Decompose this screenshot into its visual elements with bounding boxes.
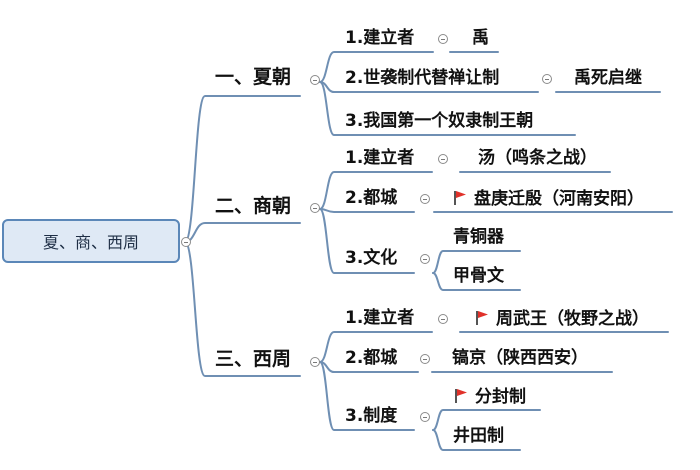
collapse-circle-icon[interactable] (438, 154, 448, 164)
collapse-circle-icon[interactable] (310, 75, 320, 85)
link-root-xizhou (184, 241, 301, 377)
xia-first-dynasty[interactable]: 3.我国第一个奴隶制王朝 (345, 111, 534, 131)
shang-founder-value[interactable]: 汤（鸣条之战） (478, 148, 597, 168)
collapse-circle-icon[interactable] (310, 357, 320, 367)
link-root-xia (184, 95, 301, 243)
link-shang-3 (319, 208, 415, 274)
xia-founder-value[interactable]: 禹 (472, 28, 489, 48)
link-xia-1 (319, 51, 434, 83)
xizhou-jingtian[interactable]: 井田制 (453, 426, 504, 446)
collapse-circle-icon[interactable] (420, 354, 430, 364)
xia-founder[interactable]: 1.建立者 (345, 28, 415, 48)
collapse-circle-icon[interactable] (542, 74, 552, 84)
red-flag-icon (454, 191, 466, 205)
xizhou-system[interactable]: 3.制度 (345, 406, 398, 426)
xizhou-founder[interactable]: 1.建立者 (345, 308, 415, 328)
xia-succession[interactable]: 2.世袭制代替禅让制 (345, 68, 500, 88)
link-xizhou-3-c1 (432, 409, 541, 431)
collapse-circle-icon[interactable] (181, 237, 191, 247)
link-shang-2 (319, 208, 415, 213)
red-flag-icon (455, 389, 467, 403)
shang-capital-value[interactable]: 盘庚迁殷（河南安阳） (452, 190, 644, 208)
branch-xizhou[interactable]: 三、西周 (215, 348, 292, 370)
red-flag-icon (476, 311, 488, 325)
link-shang-1 (319, 171, 433, 210)
link-xia-3 (319, 81, 576, 136)
collapse-circle-icon[interactable] (420, 412, 430, 422)
collapse-circle-icon[interactable] (438, 34, 448, 44)
root-node[interactable]: 夏、商、西周 (2, 219, 180, 263)
shang-capital[interactable]: 2.都城 (345, 188, 398, 208)
link-xizhou-1 (319, 331, 433, 363)
link-root-shang (184, 222, 301, 243)
xizhou-capital-value[interactable]: 镐京（陕西西安） (452, 348, 588, 368)
collapse-circle-icon[interactable] (310, 203, 320, 213)
link-xizhou-3 (319, 361, 415, 431)
shang-founder[interactable]: 1.建立者 (345, 148, 415, 168)
branch-xia[interactable]: 一、夏朝 (215, 66, 292, 88)
collapse-circle-icon[interactable] (420, 194, 430, 204)
shang-oracle-bone[interactable]: 甲骨文 (453, 266, 504, 286)
xia-succession-value[interactable]: 禹死启继 (574, 68, 642, 88)
link-xizhou-3-c2 (432, 429, 521, 451)
link-shang-3-c2 (432, 272, 521, 291)
shang-culture[interactable]: 3.文化 (345, 248, 398, 268)
link-shang-3-c1 (432, 250, 521, 274)
xizhou-capital[interactable]: 2.都城 (345, 348, 398, 368)
branch-shang[interactable]: 二、商朝 (215, 195, 292, 217)
collapse-circle-icon[interactable] (420, 254, 430, 264)
shang-bronze[interactable]: 青铜器 (453, 227, 504, 247)
xizhou-fengjian[interactable]: 分封制 (453, 388, 526, 406)
collapse-circle-icon[interactable] (438, 314, 448, 324)
xizhou-founder-value[interactable]: 周武王（牧野之战） (474, 310, 649, 328)
